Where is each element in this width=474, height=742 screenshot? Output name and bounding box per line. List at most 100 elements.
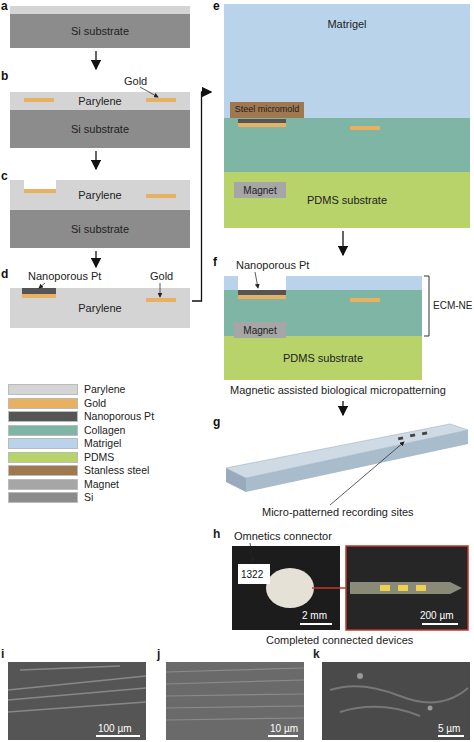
layer-label: Steel micromold xyxy=(235,105,300,115)
annotation-label: 100 µm xyxy=(98,723,132,735)
process-arrow xyxy=(342,231,343,255)
layer-label: PDMS substrate xyxy=(283,352,363,364)
layer-band: Magnet xyxy=(234,322,286,338)
layer-band: Si substrate xyxy=(10,110,190,148)
annotation-label: Gold xyxy=(150,270,173,282)
panel-letter: f xyxy=(213,256,217,268)
layer-label: Si substrate xyxy=(71,123,129,135)
gold-electrode xyxy=(350,126,380,130)
layer-label: Matrigel xyxy=(327,18,366,30)
process-arrow xyxy=(95,151,96,169)
recording-site xyxy=(416,585,426,591)
panel-letter: d xyxy=(1,268,8,280)
process-arrow xyxy=(342,401,343,415)
legend-text: Nanoporous Pt xyxy=(84,411,154,422)
scale-bar xyxy=(438,735,464,737)
probe-wire xyxy=(312,587,346,589)
annotation-label: 5 µm xyxy=(438,723,460,735)
sem-texture xyxy=(330,686,468,716)
probe-tip xyxy=(350,582,462,594)
annotation-label: k xyxy=(313,648,320,660)
layer-band: Parylene xyxy=(10,92,190,110)
process-arrow xyxy=(95,251,96,267)
collagen-layer xyxy=(224,290,422,336)
panel-letter: g xyxy=(213,416,220,428)
layer-band: PDMS substrate xyxy=(224,336,422,380)
sem-texture xyxy=(8,666,146,712)
recording-site xyxy=(380,585,390,591)
legend-text: Matrigel xyxy=(84,438,121,449)
layer-label: Magnet xyxy=(243,185,276,196)
legend-swatch xyxy=(8,465,78,476)
layer-band: Magnet xyxy=(234,182,286,198)
sticker xyxy=(238,564,270,584)
legend-text: Gold xyxy=(84,398,106,409)
layer-band: Parylene xyxy=(10,288,190,328)
layer-band: Si substrate xyxy=(10,14,190,48)
nanoporous-pt xyxy=(238,119,286,123)
parylene-layer xyxy=(10,6,190,14)
layer-band: Matrigel xyxy=(224,4,470,118)
annotation-label: Completed connected devices xyxy=(266,634,413,646)
connector-blob xyxy=(266,568,314,608)
opening xyxy=(238,276,286,290)
legend-swatch xyxy=(8,411,78,422)
recording-site xyxy=(398,436,404,440)
annotation-label: 2 mm xyxy=(302,610,327,622)
layer-label: Si substrate xyxy=(71,223,129,235)
leader-line xyxy=(250,543,253,562)
leader-line xyxy=(255,272,258,288)
annotation-label: 200 µm xyxy=(420,610,454,622)
sem-particle xyxy=(428,706,433,711)
scale-bar xyxy=(300,623,332,625)
process-arrow xyxy=(95,51,96,69)
scale-bar xyxy=(268,735,298,737)
annotation-label: Magnetic assisted biological micropatter… xyxy=(230,384,446,396)
recording-site xyxy=(410,433,416,437)
panel-letter: a xyxy=(1,0,8,12)
annotation-label: j xyxy=(157,648,160,660)
scale-bar xyxy=(96,735,140,737)
legend-swatch xyxy=(8,398,78,409)
layer-label: PDMS substrate xyxy=(307,194,387,206)
legend-text: Magnet xyxy=(84,479,119,490)
scale-bar xyxy=(422,623,458,625)
legend-swatch xyxy=(8,384,78,395)
annotation-label: Nanoporous Pt xyxy=(28,270,101,282)
legend-text: Parylene xyxy=(84,384,125,395)
layer-label: Parylene xyxy=(78,302,121,314)
layer-label: Magnet xyxy=(243,325,276,336)
panel-letter: e xyxy=(213,0,220,12)
layer-band: PDMS substrate xyxy=(224,172,470,228)
sem-texture xyxy=(166,668,304,720)
nanoporous-pt xyxy=(238,290,286,295)
annotation-label: i xyxy=(1,648,4,660)
legend-text: Si xyxy=(84,492,93,503)
legend-swatch xyxy=(8,479,78,490)
annotation-label: Omnetics connector xyxy=(234,530,332,542)
panel: fMagnetPDMS substrate xyxy=(212,256,474,400)
bracket xyxy=(424,276,429,336)
legend-swatch xyxy=(8,452,78,463)
panel-letter: c xyxy=(1,170,8,182)
panel: eMatrigelSteel micromoldMagnetPDMS subst… xyxy=(212,0,474,230)
legend-swatch xyxy=(8,438,78,449)
annotation-label: 1322 xyxy=(241,569,263,581)
collagen-layer xyxy=(224,118,470,172)
layer-label: Parylene xyxy=(78,95,121,107)
legend-swatch xyxy=(8,425,78,436)
panel: g xyxy=(212,416,474,504)
annotation-label: ECM-NE xyxy=(433,300,472,312)
legend-text: Collagen xyxy=(84,425,125,436)
sem-image xyxy=(8,662,146,740)
gold-electrode xyxy=(238,123,286,127)
matrigel-layer xyxy=(224,276,422,290)
layer-label: Si substrate xyxy=(71,25,129,37)
annotation-label: 10 µm xyxy=(270,723,298,735)
panel: a Si substrate xyxy=(0,0,192,50)
process-arrow xyxy=(192,92,211,301)
panel: bParyleneSi substrate xyxy=(0,70,192,150)
annotation-label: Nanoporous Pt xyxy=(236,259,309,271)
panel: cParyleneSi substrate xyxy=(0,170,192,250)
